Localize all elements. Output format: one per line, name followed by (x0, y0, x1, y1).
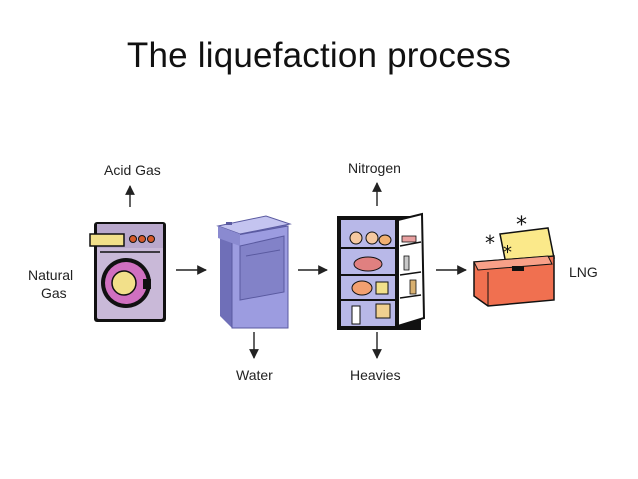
label-acid-gas: Acid Gas (104, 162, 161, 178)
label-natural: Natural (28, 267, 74, 283)
label-water: Water (236, 367, 273, 383)
label-heavies: Heavies (350, 367, 401, 383)
freezer-chest-icon: * * * (473, 213, 555, 307)
svg-text:*: * (516, 213, 527, 238)
refrigerator-icon (337, 212, 426, 330)
label-nitrogen: Nitrogen (348, 160, 401, 176)
flow-arrows (125, 182, 467, 359)
dryer-icon (216, 215, 292, 329)
label-gas: Gas (41, 285, 67, 301)
svg-text:*: * (485, 231, 495, 255)
svg-text:*: * (503, 242, 512, 263)
washing-machine-icon (89, 222, 166, 322)
label-lng: LNG (569, 264, 598, 280)
page-title: The liquefaction process (126, 36, 512, 75)
